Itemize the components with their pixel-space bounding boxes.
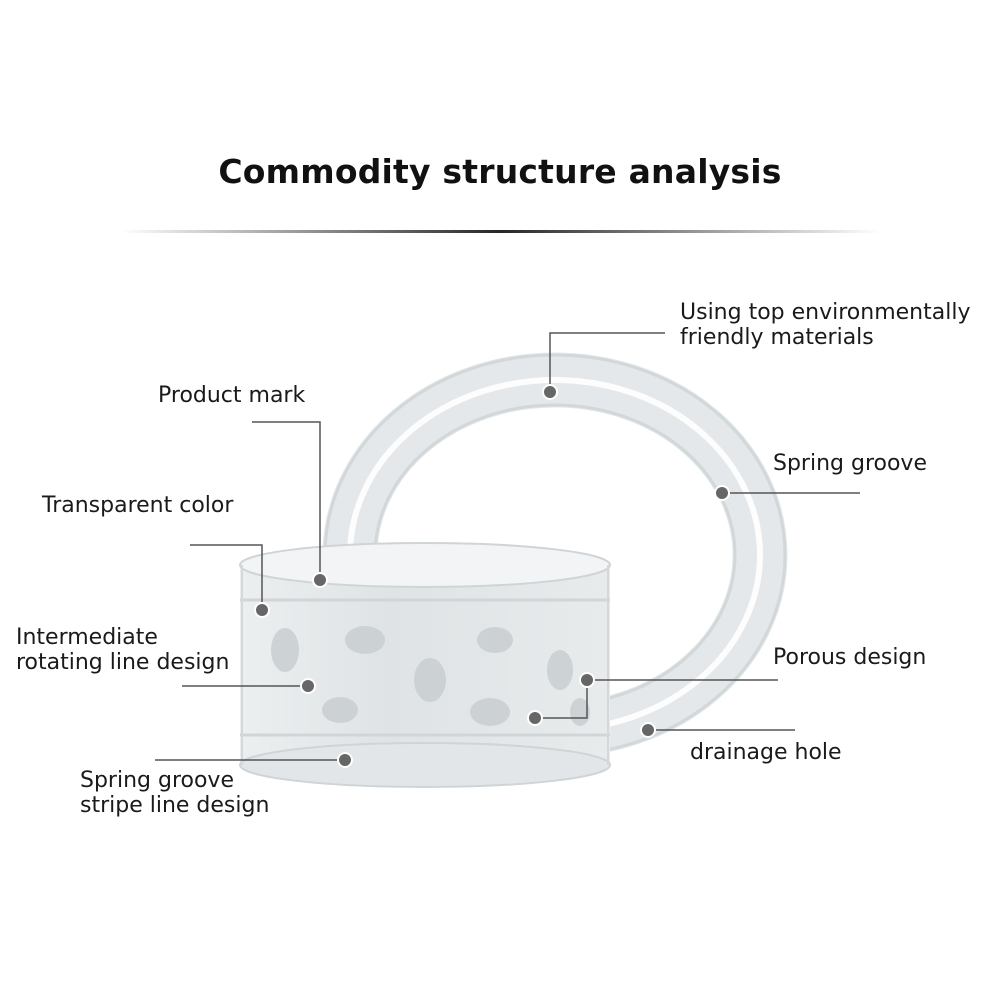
pore (322, 697, 358, 723)
label-intermediate-line2: rotating line design (16, 650, 230, 675)
label-product-mark: Product mark (158, 383, 306, 408)
label-transparent-color: Transparent color (42, 493, 234, 518)
pore (477, 627, 513, 653)
title-underline (120, 230, 880, 233)
marker-dot (714, 485, 730, 501)
label-porous-design: Porous design (773, 645, 927, 670)
page-title: Commodity structure analysis (218, 152, 782, 191)
marker-dot (300, 678, 316, 694)
label-spring-stripe-line1: Spring groove (80, 768, 234, 793)
marker-dot (640, 722, 656, 738)
label-drainage-hole: drainage hole (690, 740, 842, 765)
pore (547, 650, 573, 690)
marker-dot (254, 602, 270, 618)
pore (345, 626, 385, 654)
label-materials-line1: Using top environmentally (680, 300, 971, 325)
pore (570, 698, 590, 726)
leader-product-mark (252, 421, 321, 580)
marker-dot (337, 752, 353, 768)
leader-transparent-color (190, 544, 263, 610)
pores (271, 626, 590, 726)
marker-dot (579, 672, 595, 688)
pore (414, 658, 446, 702)
pore (271, 628, 299, 672)
label-intermediate-line1: Intermediate (16, 625, 158, 650)
leader-materials (549, 332, 665, 392)
label-spring-stripe-line2: stripe line design (80, 793, 270, 818)
label-spring-groove: Spring groove (773, 451, 927, 476)
label-materials-line2: friendly materials (680, 325, 874, 350)
marker-dot (542, 384, 558, 400)
markers (254, 384, 730, 768)
leader-porous (535, 679, 778, 719)
pore (470, 698, 510, 726)
leader-lines (155, 332, 860, 761)
marker-dot (527, 710, 543, 726)
marker-dot (312, 572, 328, 588)
